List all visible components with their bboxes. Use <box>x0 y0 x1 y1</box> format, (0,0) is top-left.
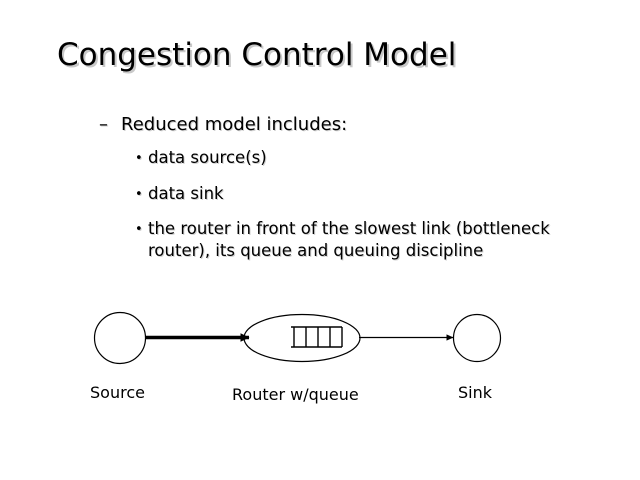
bullet-text: Reduced model includes: <box>121 114 348 135</box>
node-source <box>93 311 147 365</box>
page-title: Congestion Control Model <box>57 37 457 73</box>
bullet-item-data-source: • data source(s) <box>135 147 578 169</box>
dot-bullet-icon: • <box>135 222 143 237</box>
router-queue <box>291 326 343 348</box>
dot-bullet-icon: • <box>135 187 143 202</box>
bullet-text: data source(s) <box>148 148 267 167</box>
bullet-item-reduced-model: –Reduced model includes: <box>99 113 591 136</box>
bullet-item-data-sink: • data sink <box>135 183 578 205</box>
diagram-label-source: Source <box>90 383 145 402</box>
bullet-text: data sink <box>148 184 224 203</box>
node-router <box>243 313 361 363</box>
bullet-item-bottleneck-router: • the router in front of the slowest link… <box>135 218 578 261</box>
dash-bullet-icon: – <box>99 114 108 135</box>
diagram-label-sink: Sink <box>458 383 493 402</box>
node-sink <box>452 313 502 363</box>
dot-bullet-icon: • <box>135 151 143 166</box>
diagram-label-router: Router w/queue <box>232 385 359 404</box>
bullet-text: the router in front of the slowest link … <box>148 219 550 260</box>
